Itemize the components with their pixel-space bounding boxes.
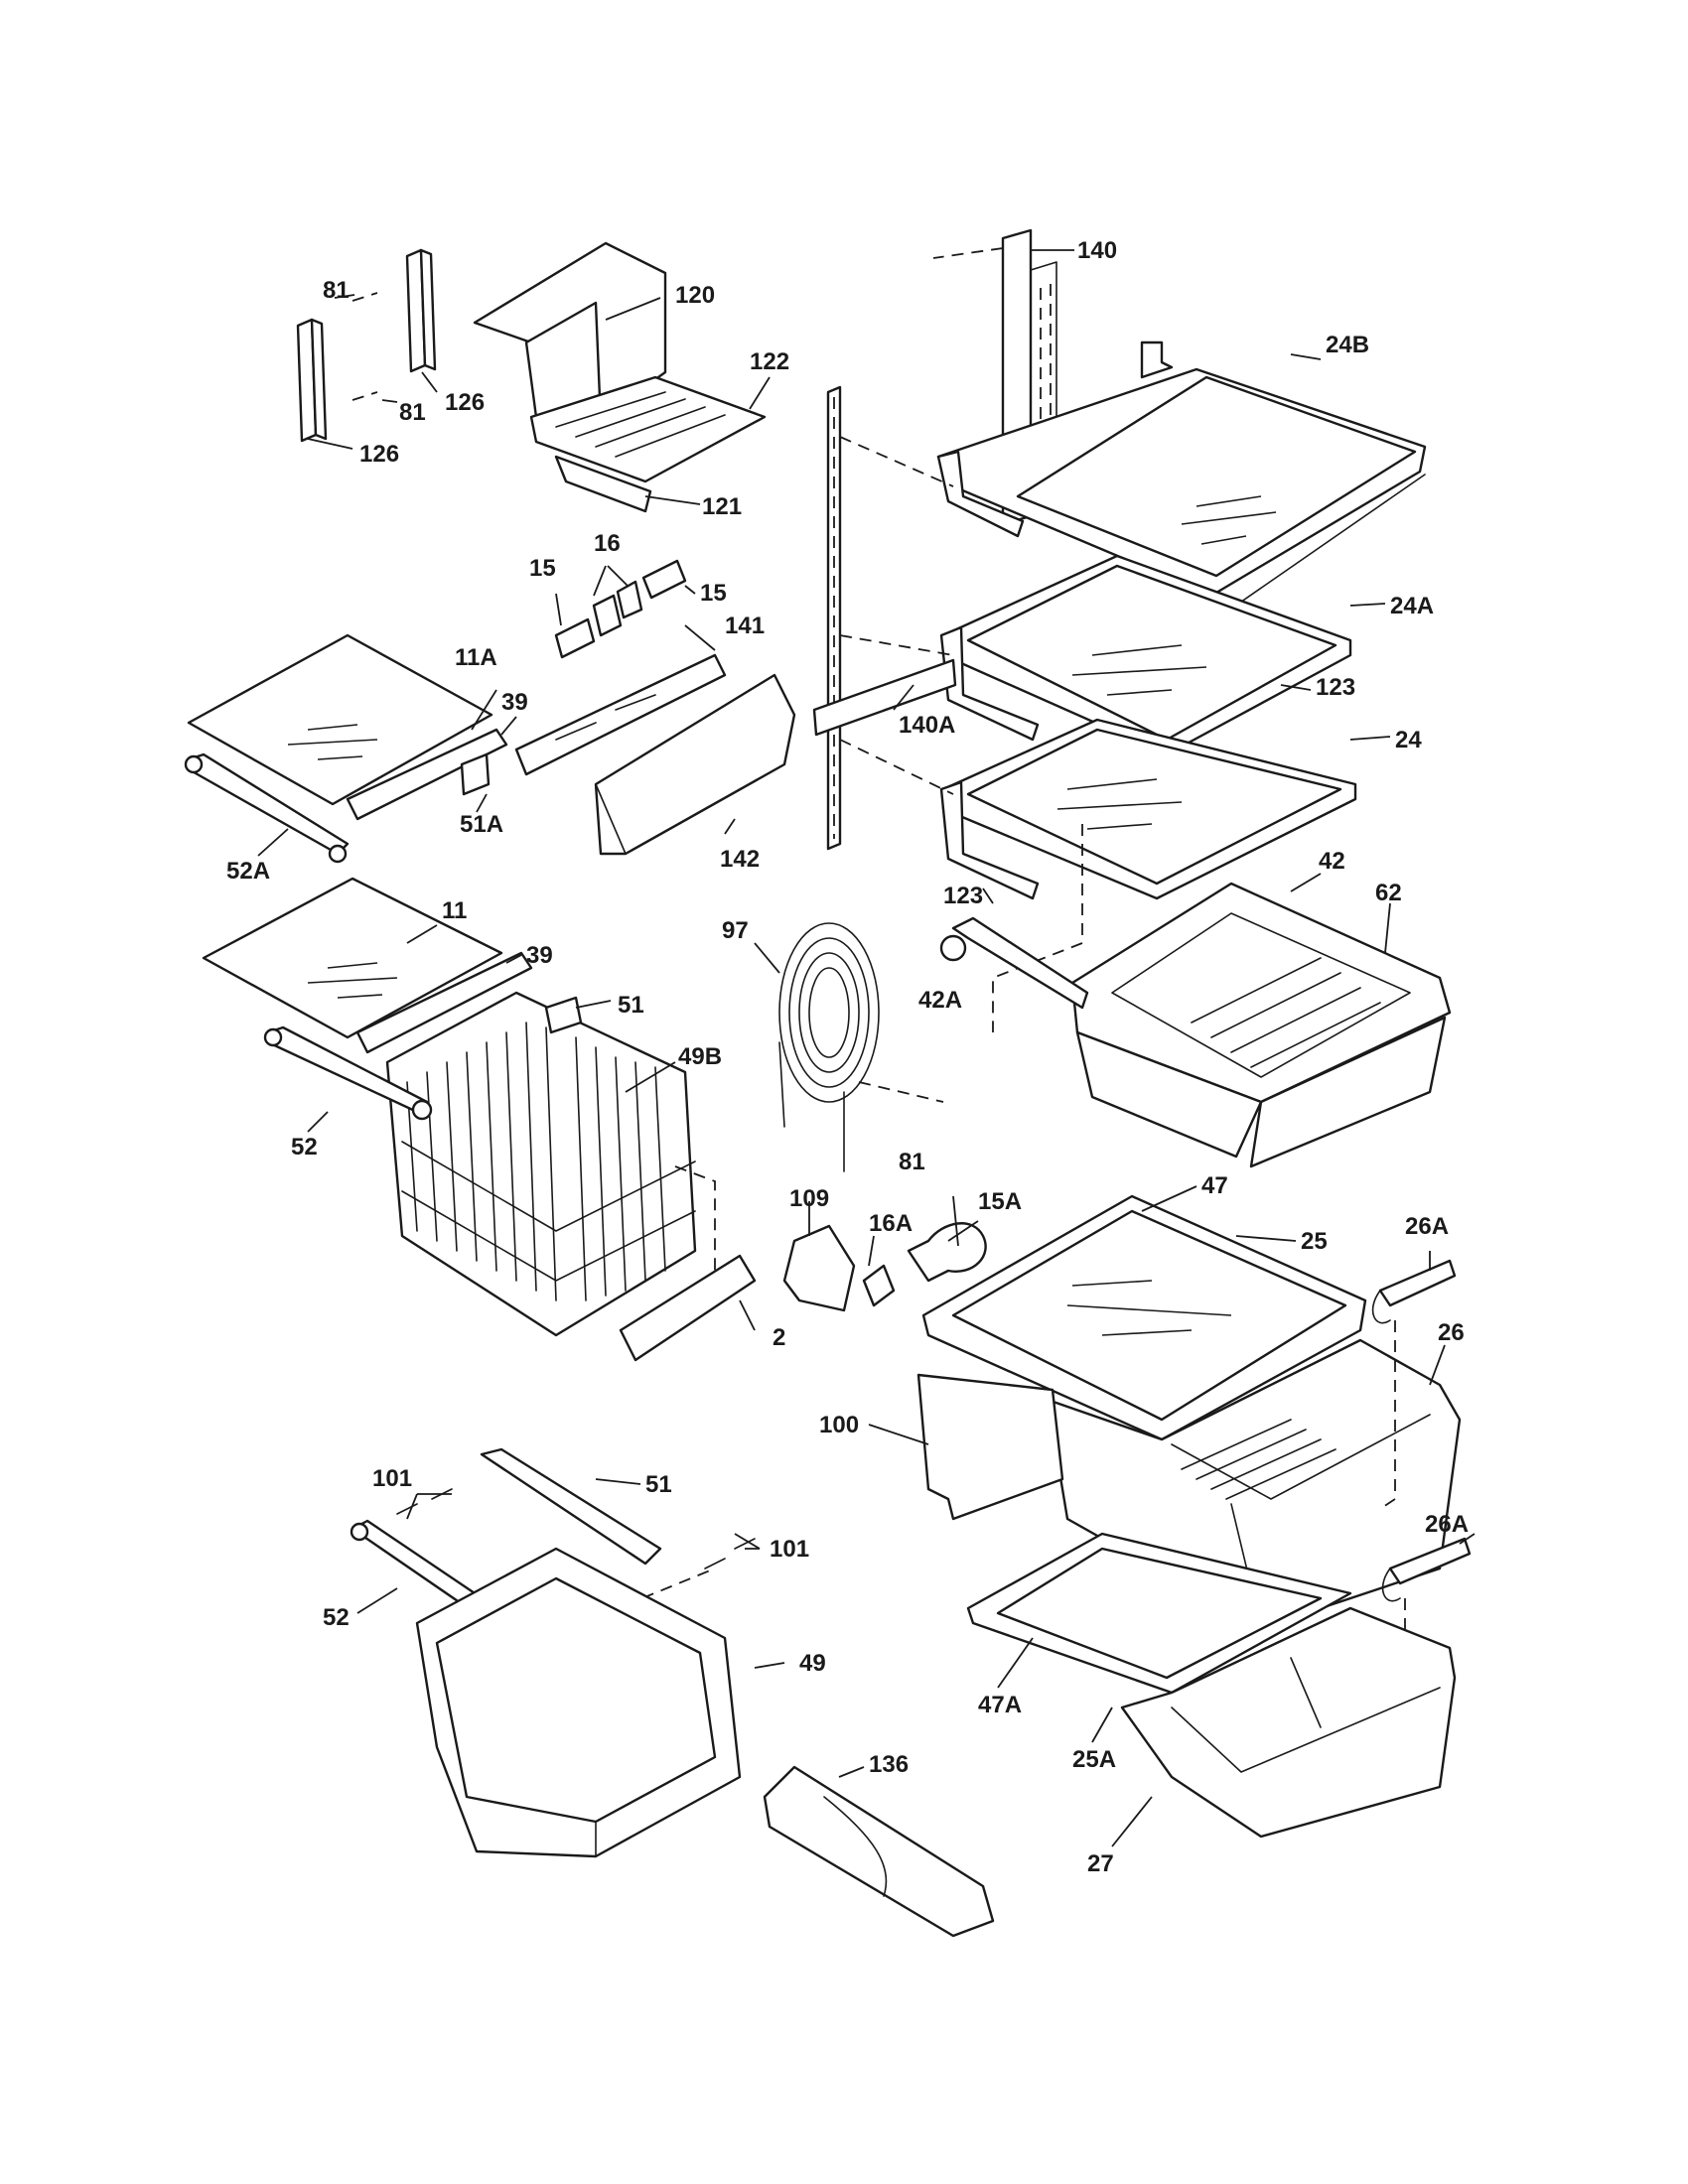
callout-24a: 24A: [1390, 593, 1434, 619]
trim-2: [619, 1254, 757, 1362]
callout-15-b: 15: [700, 580, 727, 607]
tray-120: [473, 241, 767, 513]
drawer-27: [1120, 1606, 1457, 1839]
callout-49b: 49B: [678, 1043, 722, 1070]
callout-2: 2: [773, 1324, 785, 1351]
cover-142: [594, 673, 796, 856]
drawer-42: [939, 882, 1452, 1168]
callout-126-b: 126: [359, 441, 399, 468]
callout-126-a: 126: [445, 389, 485, 416]
callout-15-a: 15: [529, 555, 556, 582]
bulb-15a: [907, 1222, 987, 1283]
callout-120: 120: [675, 282, 715, 309]
callout-11: 11: [442, 897, 467, 924]
callout-47: 47: [1201, 1172, 1228, 1199]
callout-52a: 52A: [226, 858, 270, 885]
callout-62: 62: [1375, 880, 1402, 906]
callout-24b: 24B: [1326, 332, 1369, 358]
callout-24: 24: [1395, 727, 1422, 753]
bracket-126-a: [405, 248, 437, 373]
callout-122: 122: [750, 348, 789, 375]
callout-140a: 140A: [899, 712, 955, 739]
callout-101-b: 101: [770, 1536, 809, 1563]
callout-26a-top: 26A: [1405, 1213, 1449, 1240]
callout-labels: 140 81 120 24B 122 81 126 126 121 16 15 …: [226, 237, 1469, 1877]
callout-49: 49: [799, 1650, 826, 1677]
callout-52: 52: [291, 1134, 318, 1160]
shelf-24a: [939, 554, 1352, 756]
callout-42: 42: [1319, 848, 1345, 875]
pan-49: [415, 1547, 742, 1858]
callout-121: 121: [702, 493, 742, 520]
shelf-47a-25a: [966, 1532, 1352, 1695]
slide-51: [480, 1447, 662, 1566]
callout-51: 51: [618, 992, 644, 1019]
heater-97: [778, 922, 880, 1172]
housing-109: [782, 1224, 856, 1312]
basket-49b: [263, 991, 697, 1337]
callout-39-a: 39: [501, 689, 528, 716]
callout-100: 100: [819, 1412, 859, 1438]
bracket-141: [514, 653, 727, 776]
callout-140: 140: [1077, 237, 1117, 264]
callout-25: 25: [1301, 1228, 1328, 1255]
bracket-100: [916, 1373, 1064, 1521]
shelf-24b: [936, 341, 1427, 616]
callout-81-a: 81: [323, 277, 350, 304]
callout-15aa: 15A: [978, 1188, 1022, 1215]
cover-136: [763, 1765, 995, 1938]
callout-81-c: 81: [899, 1149, 925, 1175]
callout-27: 27: [1087, 1850, 1114, 1877]
callout-97: 97: [722, 917, 749, 944]
callout-26a-bottom: 26A: [1425, 1511, 1469, 1538]
callout-52-b: 52: [323, 1604, 350, 1631]
callout-81-b: 81: [399, 399, 426, 426]
callout-141: 141: [725, 613, 765, 639]
callout-26: 26: [1438, 1319, 1465, 1346]
leader-lines: [257, 249, 1476, 1847]
callout-51a: 51A: [460, 811, 503, 838]
bracket-26a-top: [1371, 1259, 1457, 1324]
socket-16a: [862, 1264, 896, 1307]
shelf-11a: [184, 633, 508, 864]
bar-140a: [812, 658, 957, 737]
shelf-47-25: [921, 1194, 1367, 1441]
callout-101-a: 101: [372, 1465, 412, 1492]
callout-142: 142: [720, 846, 760, 873]
callout-136: 136: [869, 1751, 909, 1778]
callout-123-a: 123: [1316, 674, 1355, 701]
socket-16: [554, 559, 687, 659]
shelf-24: [939, 718, 1357, 900]
callout-16a: 16A: [869, 1210, 913, 1237]
callout-39-b: 39: [526, 942, 553, 969]
left-rail: [826, 385, 842, 851]
callout-25a: 25A: [1072, 1746, 1116, 1773]
callout-42a: 42A: [918, 987, 962, 1014]
bracket-126-b: [296, 318, 328, 443]
shelf-11: [202, 877, 533, 1054]
bracket-26a-bottom: [1381, 1537, 1472, 1602]
callout-47a: 47A: [978, 1692, 1022, 1718]
callout-51-b: 51: [645, 1471, 672, 1498]
callout-11a: 11A: [455, 644, 497, 671]
callout-123-b: 123: [943, 883, 983, 909]
callout-16: 16: [594, 530, 621, 557]
callout-109: 109: [789, 1185, 829, 1212]
